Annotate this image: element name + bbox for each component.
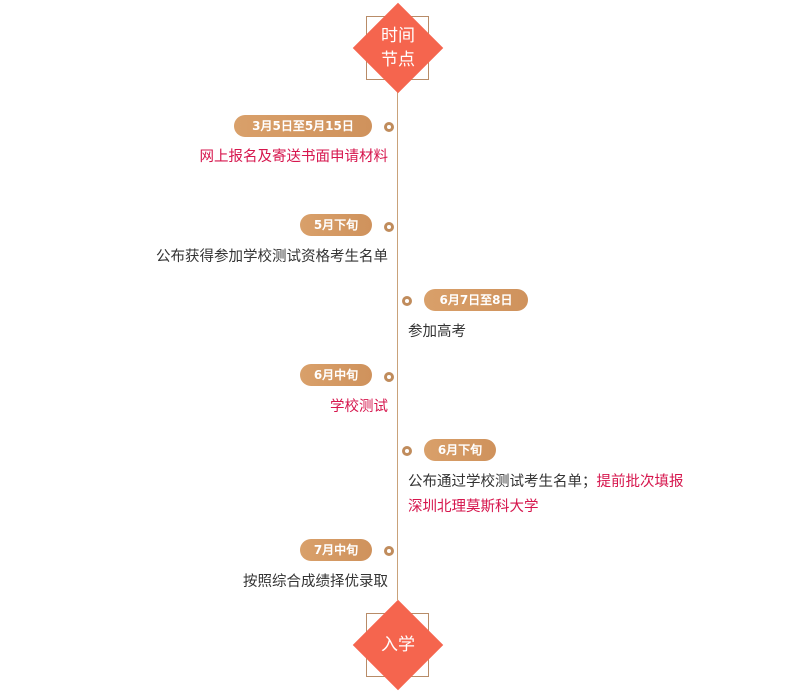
event-5-dot-icon	[402, 446, 412, 456]
event-4-dot-icon	[384, 372, 394, 382]
start-node-label: 时间 节点	[381, 26, 415, 70]
event-5-date-pill: 6月下旬	[424, 439, 496, 461]
event-2-date-pill: 5月下旬	[300, 214, 372, 236]
event-2-dot-icon	[384, 222, 394, 232]
event-2-description: 公布获得参加学校测试资格考生名单	[156, 249, 388, 265]
event-3-description: 参加高考	[408, 324, 466, 340]
event-3-dot-icon	[402, 296, 412, 306]
event-6-dot-icon	[384, 546, 394, 556]
event-1-dot-icon	[384, 122, 394, 132]
event-1-date-pill: 3月5日至5月15日	[234, 115, 372, 137]
event-5-text-highlight: 提前批次填报	[596, 474, 684, 490]
end-node-label: 入学	[381, 635, 415, 655]
event-5-description-line-1: 公布通过学校测试考生名单；提前批次填报	[408, 470, 684, 494]
start-node-time-points: 时间 节点	[352, 2, 444, 94]
timeline-axis	[397, 88, 398, 600]
event-6-date-pill: 7月中旬	[300, 539, 372, 561]
event-4-description: 学校测试	[330, 399, 388, 415]
event-3-date-pill: 6月7日至8日	[424, 289, 528, 311]
event-5-text-normal: 公布通过学校测试考生名单；	[408, 474, 597, 490]
event-5-description-line-2: 深圳北理莫斯科大学	[408, 499, 539, 515]
end-node-enrollment: 入学	[352, 599, 444, 691]
event-6-description: 按照综合成绩择优录取	[243, 574, 388, 590]
event-1-description: 网上报名及寄送书面申请材料	[199, 149, 389, 165]
event-4-date-pill: 6月中旬	[300, 364, 372, 386]
